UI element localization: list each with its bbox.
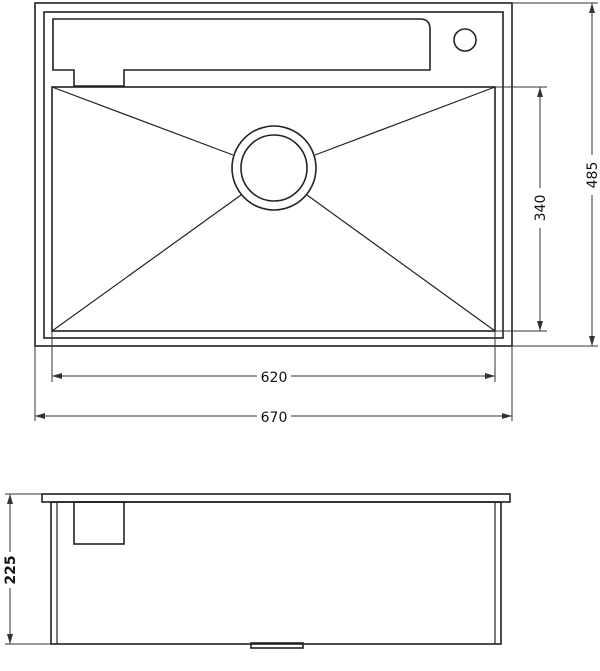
accessory-ledge — [52, 18, 431, 87]
drain-outer-ring — [231, 125, 317, 211]
slope-line-top-right — [314, 86, 496, 156]
dimension-340: 340 — [495, 86, 549, 332]
sink-outer-outline — [34, 2, 513, 347]
dimension-620: 620 — [51, 331, 496, 386]
faucet-hole-icon — [453, 28, 477, 52]
bowl-outline — [51, 86, 496, 332]
dimension-label-485: 485 — [585, 162, 600, 189]
side-view: 225 — [3, 493, 511, 649]
slope-line-bottom-left — [51, 194, 242, 332]
top-view: 620 670 340 — [34, 2, 600, 426]
dimension-label-620: 620 — [261, 370, 288, 386]
dimension-label-670: 670 — [261, 410, 288, 426]
dimension-label-340: 340 — [533, 195, 549, 222]
slope-line-bottom-right — [306, 194, 496, 332]
dimension-label-225: 225 — [3, 555, 19, 584]
dimension-670: 670 — [34, 346, 513, 426]
side-rim — [41, 493, 511, 503]
side-drain — [250, 642, 304, 649]
sink-inner-outline — [43, 11, 504, 339]
side-bowl-outline — [50, 501, 502, 645]
drain-inner-ring — [240, 134, 308, 202]
dimension-225: 225 — [3, 493, 51, 645]
side-accessory-box — [73, 501, 125, 545]
dimension-485: 485 — [512, 2, 600, 347]
slope-line-top-left — [51, 86, 234, 156]
